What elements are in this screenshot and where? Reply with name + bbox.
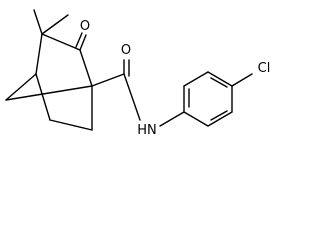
- bond-bridge-quaternary: [5, 85, 93, 101]
- chlorophenyl-ring: Cl: [183, 61, 271, 127]
- bond-cgem-carbonyl: [41, 33, 81, 51]
- bond-ring-3: [207, 71, 233, 87]
- bond-bridgehead-ring-carbon: [35, 73, 51, 121]
- chemical-structure-diagram: O O HN Cl: [5, 9, 271, 138]
- ketone-oxygen-label: O: [80, 19, 90, 34]
- bond-ketone-double-2: [75, 32, 83, 48]
- bond-nitrogen-aryl: [159, 111, 185, 127]
- bond-ring-6: [183, 111, 209, 127]
- bond-ring-carbon-ring-carbon: [49, 119, 93, 131]
- bond-methyl-b: [41, 14, 69, 35]
- bond-methyl-a: [33, 9, 43, 35]
- amide-nitrogen-label: HN: [137, 123, 157, 138]
- bicyclic-core: [5, 9, 93, 131]
- amide-oxygen-label: O: [121, 43, 131, 58]
- bond-amide-carbon-nitrogen: [123, 73, 141, 121]
- bond-ketone-double-1: [79, 34, 87, 51]
- bond-quaternary-amide-carbon: [91, 73, 125, 87]
- amide-group: O HN: [91, 43, 185, 138]
- bond-ring-5: [207, 111, 233, 127]
- bond-carbonyl-quaternary: [79, 49, 93, 87]
- bond-cgem-bridgehead: [35, 33, 43, 75]
- bond-ring-inner-2: [210, 77, 228, 88]
- bond-ring-chlorine: [231, 73, 253, 87]
- bond-ring-inner-3: [210, 110, 228, 121]
- ketone-group: O: [75, 19, 90, 51]
- bond-ring-2: [183, 71, 209, 87]
- bond-bridgehead-bridge: [5, 73, 37, 101]
- chlorine-label: Cl: [258, 61, 271, 76]
